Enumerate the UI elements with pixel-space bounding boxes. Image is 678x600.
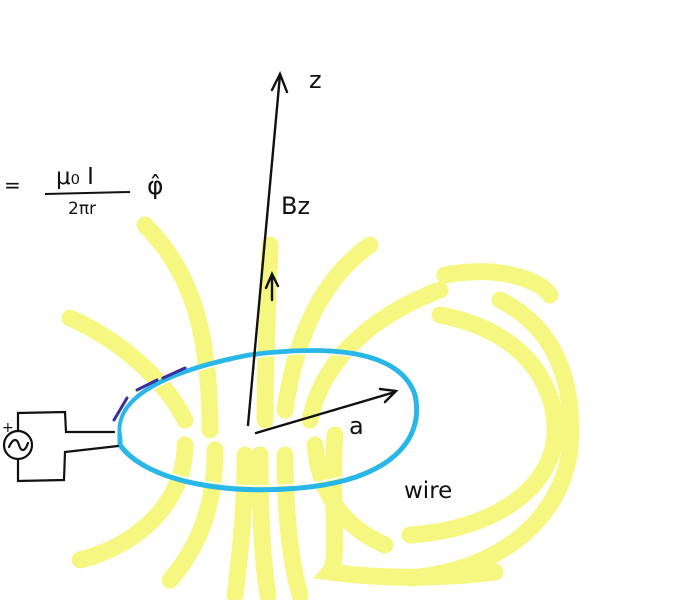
b-field-arrow: [264, 271, 280, 302]
fraction-bar: [44, 191, 131, 195]
current-direction-marks: [112, 366, 187, 422]
equation-denominator: 2πr: [68, 199, 96, 219]
field-line: [436, 263, 559, 304]
field-line: [256, 236, 279, 429]
wire-label: wire: [404, 478, 452, 504]
field-line: [401, 306, 564, 544]
z-axis-label: z: [309, 66, 322, 94]
field-lines: [61, 216, 580, 600]
field-line: [276, 446, 309, 600]
field-line: [313, 426, 504, 586]
b-field-label: Bz: [281, 192, 310, 220]
current-loop: [117, 348, 420, 493]
source-lead: [16, 444, 120, 483]
equation-numerator: μ₀ I: [56, 164, 94, 190]
field-line: [71, 436, 194, 569]
field-line: [401, 291, 580, 587]
source-lead: [16, 410, 116, 434]
current-mark: [161, 366, 187, 380]
field-line: [161, 441, 224, 589]
z-axis-arrow: [246, 71, 289, 427]
radius-label: a: [349, 412, 364, 440]
ac-wave-icon: [7, 438, 30, 452]
field-line: [61, 309, 194, 429]
field-line: [251, 446, 277, 600]
current-mark: [112, 396, 129, 422]
radius-arrow: [254, 387, 399, 435]
field-line: [276, 236, 379, 419]
field-line: [301, 281, 449, 429]
field-equation: = μ₀ I 2πr φ̂: [4, 164, 164, 219]
field-line: [226, 446, 254, 600]
source-plus-label: +: [2, 420, 14, 436]
equation-equals: =: [4, 173, 21, 197]
power-source: [2, 410, 120, 483]
equation-unit-vector: φ̂: [147, 171, 164, 200]
current-mark: [135, 378, 159, 392]
field-line: [136, 216, 219, 439]
